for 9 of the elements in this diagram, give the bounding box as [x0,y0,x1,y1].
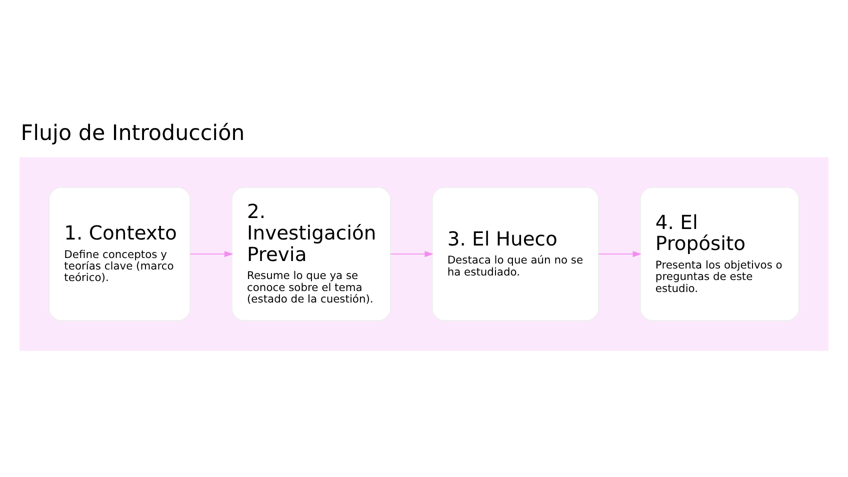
diagram-title: Flujo de Introducción [20,120,245,146]
arrow [190,251,234,258]
cluster [19,157,829,351]
arrow [598,251,642,258]
node-box: 4. El Propósito Presenta los objetivos o preguntas de este estudio. [640,186,800,322]
arrow [390,251,434,258]
node-box: 1. Contexto Define conceptos y teorías clave (marco teórico). [48,186,191,322]
node-box: 3. El Hueco Destaca lo que aún no se ha estudiado. [432,186,600,322]
node-box: 2. Investigación Previa Resume lo que ya se conoce sobre el tema (estado de la cuestión). [231,186,391,322]
